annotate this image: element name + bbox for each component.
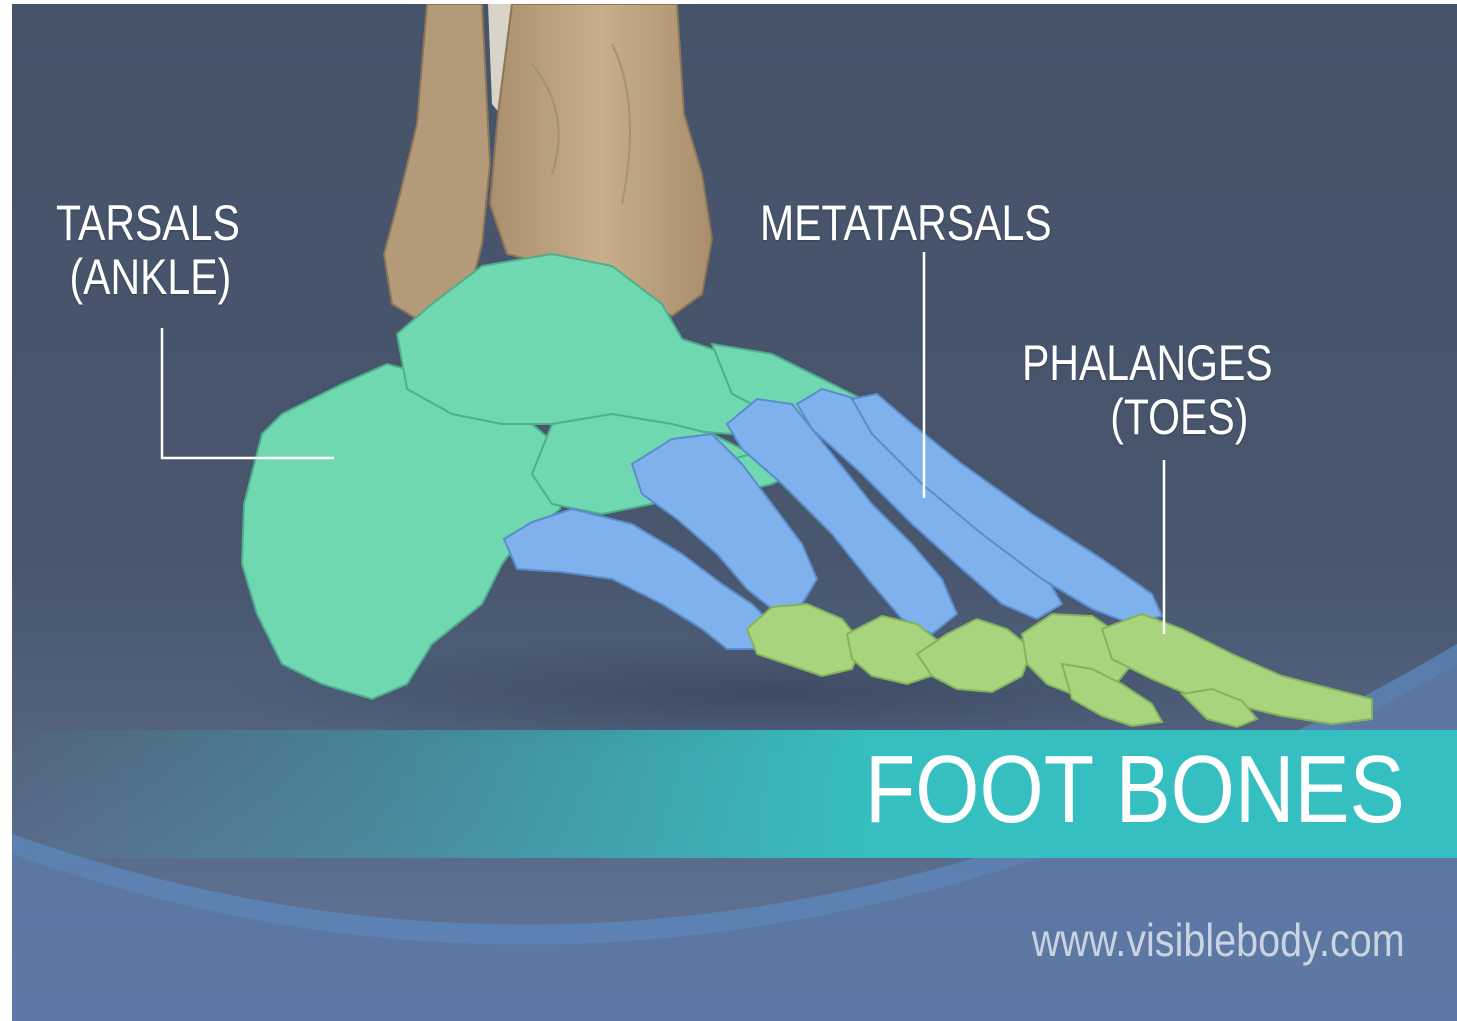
phalanges-label: PHALANGES (TOES) [1022,336,1273,444]
diagram-canvas [12,4,1457,1021]
metatarsals-label: METATARSALS [760,196,1052,250]
page-title: FOOT BONES [865,740,1405,840]
metatarsals-label-text: METATARSALS [760,196,1052,250]
tarsals-label-line-2: (ANKLE) [56,250,240,304]
website-watermark: www.visiblebody.com [1032,915,1405,965]
tarsals-label: TARSALS (ANKLE) [56,196,240,304]
phalanges-label-line-2: (TOES) [1022,390,1273,444]
tarsals-label-line-1: TARSALS [56,196,240,250]
foot-bones-diagram [12,4,1457,1021]
phalanges-label-line-1: PHALANGES [1022,336,1273,390]
